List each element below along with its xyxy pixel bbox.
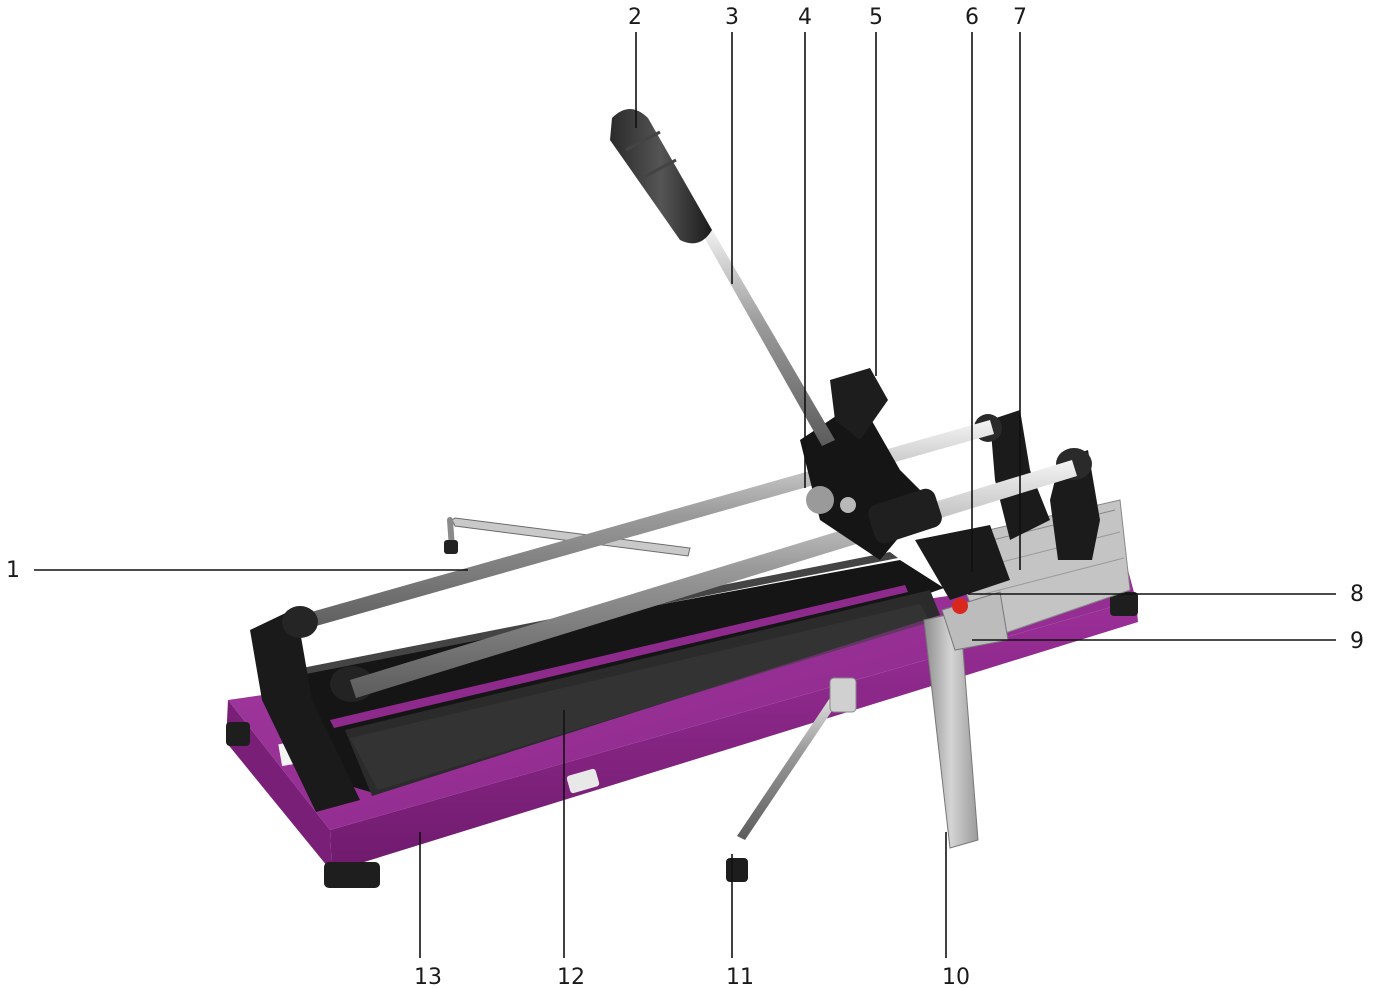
callout-8: 8 (1350, 582, 1364, 607)
callout-1: 1 (6, 558, 20, 583)
callout-5: 5 (869, 5, 883, 30)
tile-cutter-illustration (226, 109, 1138, 888)
callout-7: 7 (1013, 5, 1027, 30)
foot-front-right (1110, 592, 1138, 616)
callout-numbers: 1 2 3 4 5 6 7 8 9 10 11 12 13 (6, 5, 1364, 989)
lock-button (952, 598, 968, 614)
leader-lines (34, 32, 1336, 958)
cutting-bed (298, 552, 944, 796)
callout-10: 10 (942, 965, 970, 989)
foot-rear-left (226, 722, 250, 746)
foot-front-left (324, 862, 380, 888)
callout-9: 9 (1350, 629, 1364, 654)
breaking-handle (610, 109, 835, 446)
rear-support-arm (444, 517, 691, 557)
callout-2: 2 (628, 5, 642, 30)
callout-3: 3 (725, 5, 739, 30)
callout-4: 4 (798, 5, 812, 30)
callout-11: 11 (726, 965, 754, 989)
callout-13: 13 (414, 965, 442, 989)
callout-6: 6 (965, 5, 979, 30)
scoring-carriage (800, 368, 942, 560)
callout-12: 12 (557, 965, 585, 989)
